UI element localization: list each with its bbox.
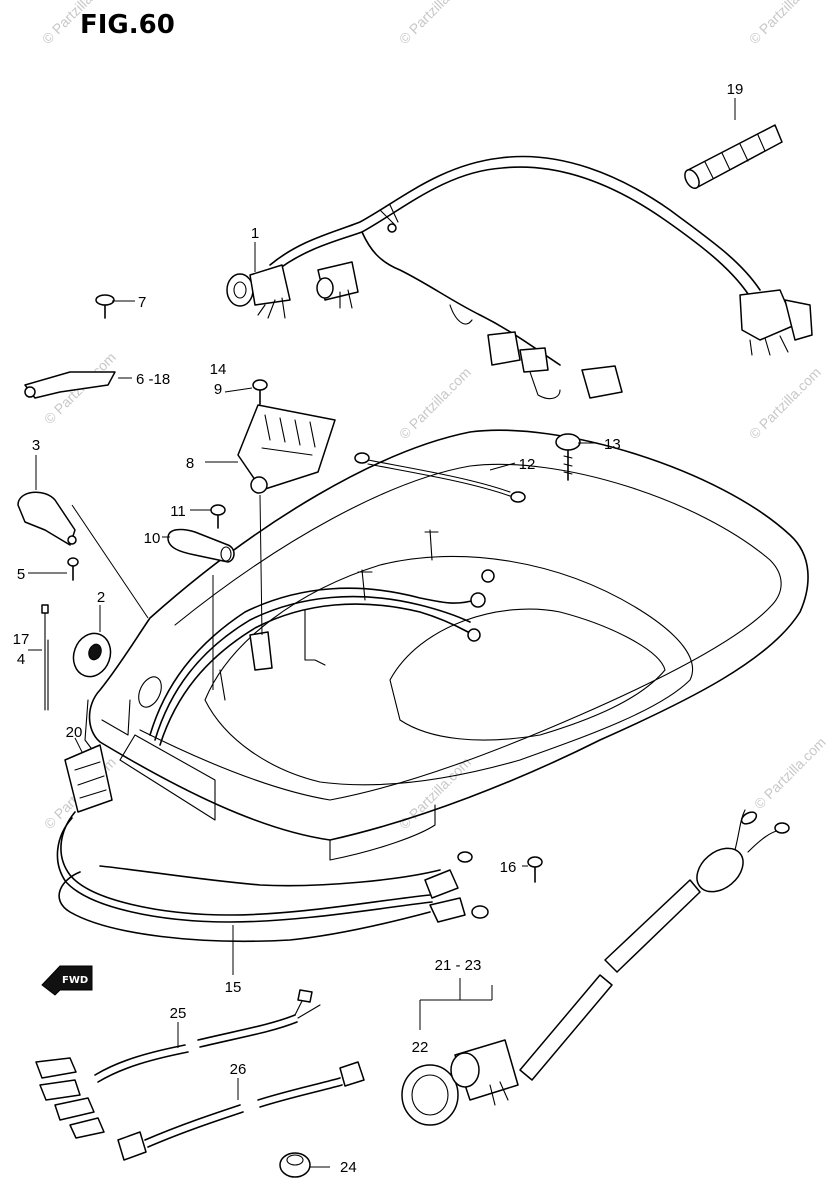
fwd-label: FWD: [62, 975, 88, 986]
callout-5: 5: [17, 566, 25, 583]
callout-2: 2: [97, 589, 105, 606]
screw-part-5: [67, 557, 79, 581]
grommet-part-2: [72, 632, 112, 678]
callout-24: 24: [340, 1159, 357, 1176]
protective-tube: [684, 124, 783, 190]
cap-part-24: [279, 1152, 311, 1178]
callout-1: 1: [251, 225, 259, 242]
callout-8: 8: [186, 455, 194, 472]
main-wiring-harness: [226, 155, 813, 400]
leader-lines: [28, 98, 736, 1168]
battery-cable: [56, 811, 489, 943]
watermark: © Partzilla.com: [751, 734, 829, 812]
callout-16: 16: [500, 859, 517, 876]
callout-6-18: 6 -18: [136, 371, 170, 388]
bolt-part-13: [555, 433, 581, 481]
callout-9: 9: [214, 381, 222, 398]
ground-lead: [354, 452, 526, 503]
rectifier-unit: [237, 404, 336, 494]
callout-4: 4: [17, 651, 25, 668]
screw-part-16: [527, 856, 543, 883]
callout-25: 25: [170, 1005, 187, 1022]
callout-17: 17: [13, 631, 30, 648]
engine-harness-cable: [149, 569, 495, 746]
callout-14: 14: [210, 361, 227, 378]
screw-part-7: [95, 294, 115, 319]
screw-part-14: [252, 379, 268, 405]
clamp-part-6: [24, 371, 116, 399]
watermark: © Partzilla.com: [746, 364, 824, 442]
callout-10: 10: [144, 530, 161, 547]
callout-26: 26: [230, 1061, 247, 1078]
callout-15: 15: [225, 979, 242, 996]
callout-3: 3: [32, 437, 40, 454]
callout-labels: 19 1 7 6 -18 14 9 13 8 12 3 11 10 5 2 17…: [13, 81, 744, 1176]
sleeve-part-10: [167, 528, 235, 563]
junction-block: [64, 744, 113, 813]
callout-7: 7: [138, 294, 146, 311]
callout-19: 19: [727, 81, 744, 98]
key-switch: [401, 1039, 519, 1126]
callout-12: 12: [519, 456, 536, 473]
bottom-cowling: [84, 429, 809, 861]
watermark: © Partzilla.com: [746, 0, 824, 47]
callout-22: 22: [412, 1039, 429, 1056]
screw-part-11: [210, 504, 226, 529]
figure-title: FIG.60: [80, 10, 175, 40]
extension-harness-26: [117, 1061, 365, 1161]
callout-20: 20: [66, 724, 83, 741]
cable-tie: [41, 604, 49, 711]
clip-part-3: [17, 491, 77, 546]
callout-13: 13: [604, 436, 621, 453]
watermark: © Partzilla.com: [396, 364, 474, 442]
remote-control-harness: [519, 809, 790, 1081]
extension-harness-25: [35, 989, 321, 1139]
callout-11: 11: [170, 503, 186, 520]
callout-21-23: 21 - 23: [435, 957, 482, 974]
fwd-direction-marker: FWD: [41, 965, 93, 996]
watermark: © Partzilla.com: [396, 0, 474, 47]
watermark-layer: © Partzilla.com © Partzilla.com © Partzi…: [39, 0, 829, 832]
